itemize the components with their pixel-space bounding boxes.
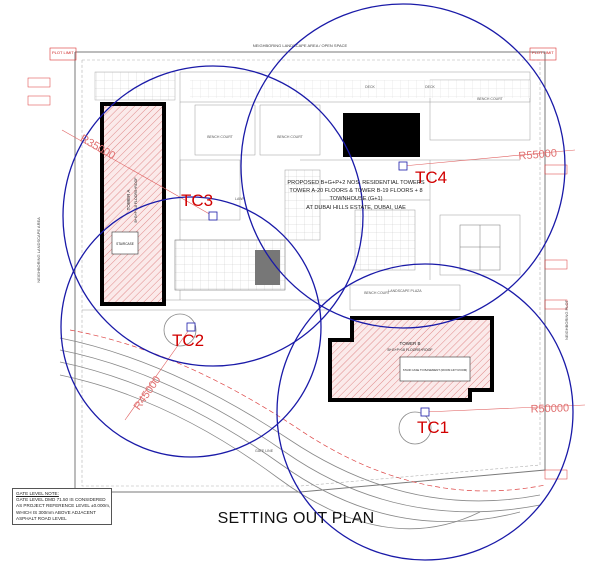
bench-court-label-1: BENCH COURT	[207, 135, 233, 139]
tower-a: TOWER A B+G+P+18 FLOORS+ROOF STAIRCASE	[100, 102, 166, 306]
tower-b-name: TOWER B	[400, 341, 421, 346]
tc2-radius-circle	[60, 196, 322, 458]
left-road-label: NEIGHBORING LANDSCAPE AREA	[36, 217, 41, 283]
access-road	[59, 329, 546, 530]
gate-note-line-1: GATE LEVEL DMD 71.50 IS CONSIDERED	[16, 497, 106, 503]
tower-b-sub: B+G+P+18 FLOORS+ROOF	[388, 348, 433, 352]
gate-line-label: GATE LINE	[255, 449, 274, 453]
radius-dimension-lines	[61, 129, 586, 421]
project-line-1: PROPOSED B+G+P+2 NOS. RESIDENTIAL TOWERS	[287, 180, 424, 186]
gate-note-line-2: AS PROJECT REFERENCE LEVEL ±0.000m,	[16, 503, 111, 509]
project-line-4: AT DUBAI HILLS ESTATE, DUBAI, UAE	[306, 205, 406, 211]
bench-court-label-3: BENCH COURT	[477, 97, 503, 101]
project-description: PROPOSED B+G+P+2 NOS. RESIDENTIAL TOWERS…	[287, 180, 424, 211]
tc3-radius-circle	[62, 65, 364, 367]
lawn-label: LAWN	[235, 197, 245, 201]
project-line-3: TOWNHOUSE (G+1)	[330, 196, 383, 202]
tc4-label: TC4	[415, 168, 447, 187]
project-line-2: TOWER A-20 FLOORS & TOWER B-19 FLOORS + …	[289, 188, 422, 194]
gate-note-heading: GATE LEVEL NOTE:	[16, 491, 59, 496]
plot-limit-label-left: PLOT LIMIT	[52, 50, 74, 55]
tc3-label: TC3	[181, 191, 213, 210]
grid-area-right	[354, 209, 416, 271]
tc1-label: TC1	[417, 418, 449, 437]
grid-area-top-left	[94, 71, 176, 101]
landscape-plaza-label: LANDSCAPE PLAZA	[388, 289, 422, 293]
plot-limit-markers	[27, 47, 568, 480]
drawing-title: SETTING OUT PLAN	[217, 510, 375, 527]
bench-court-label-4: BENCH COURT	[364, 291, 390, 295]
roundabout-left	[163, 313, 197, 347]
crane-radius-circles	[60, 3, 574, 561]
staircase-a-label: STAIRCASE	[116, 242, 134, 246]
crane-bases	[186, 161, 430, 417]
plot-limit-label-right: PLOT LIMIT	[532, 50, 554, 55]
deck-label: DECK	[365, 85, 375, 89]
top-road-label: NEIGHBORING LANDSCAPE AREA / OPEN SPACE	[253, 43, 348, 48]
gate-level-note: GATE LEVEL NOTE: GATE LEVEL DMD 71.50 IS…	[12, 488, 112, 526]
bench-court-label-2: BENCH COURT	[277, 135, 303, 139]
grid-area-center	[284, 169, 321, 241]
deck-label-2: DECK	[425, 85, 435, 89]
tower-a-sub: B+G+P+18 FLOORS+ROOF	[134, 178, 138, 223]
tower-b: TOWER B B+G+P+18 FLOORS+ROOF STAIR CASE …	[328, 316, 494, 402]
tc2-radius-label: R45000	[132, 374, 164, 412]
tc1-radius-label: R50000	[530, 402, 569, 415]
tower-a-name: TOWER A	[126, 190, 131, 211]
tc4-radius-label: R55000	[518, 147, 557, 162]
tc4-radius-circle	[240, 3, 566, 329]
grid-area-deck	[190, 80, 530, 98]
site-boundary	[74, 51, 546, 493]
gate-note-line-3: WHICH IS 300mm ABOVE ADJACENT	[16, 509, 96, 515]
tc2-label: TC2	[172, 331, 204, 350]
tc1-radius-circle	[276, 263, 574, 561]
tower-core-top	[343, 113, 420, 157]
gate-note-line-4: ASPHALT ROAD LEVEL	[16, 515, 67, 521]
roundabout-right	[398, 411, 432, 445]
right-road-label: NEIGHBORING PLOT	[564, 299, 569, 340]
staircase-b-label: STAIR CASE TO BASEMENT (ROOM LIFT ROOM)	[403, 368, 467, 372]
